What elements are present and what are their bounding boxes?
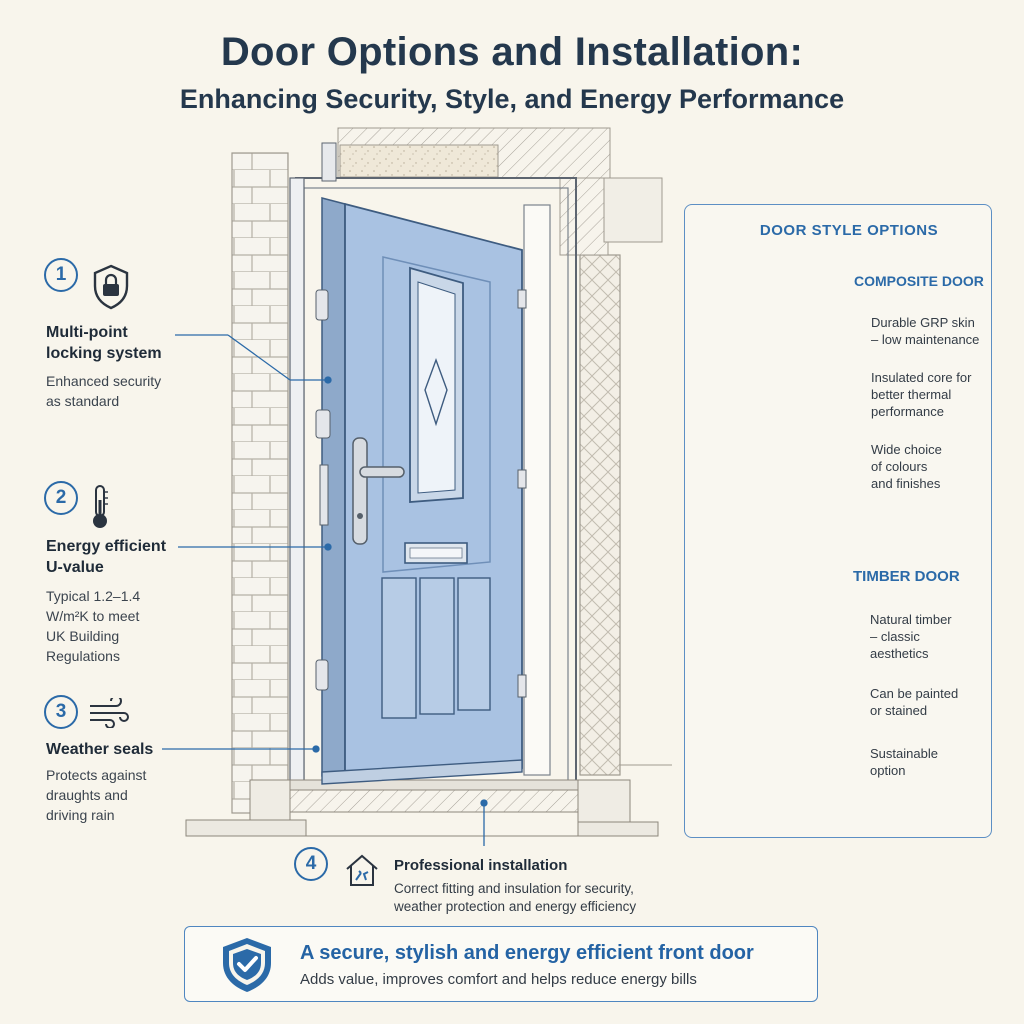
composite-bullet-3: Wide choice of colours and finishes — [871, 442, 942, 491]
installation-title: Professional installation — [394, 857, 568, 874]
feature-number-3: 3 — [44, 695, 78, 729]
feature-number-2: 2 — [44, 481, 78, 515]
shield-check-icon — [220, 936, 274, 999]
composite-door-title: COMPOSITE DOOR — [854, 273, 984, 289]
callout-leaders — [162, 334, 488, 846]
feature-number-4: 4 — [294, 847, 328, 881]
house-tools-icon — [344, 852, 380, 893]
page-subtitle: Enhancing Security, Style, and Energy Pe… — [179, 84, 845, 114]
summary-banner — [184, 926, 818, 1002]
wind-icon — [88, 695, 130, 733]
weather-bar — [321, 759, 523, 785]
banner-subtitle: Adds value, improves comfort and helps r… — [300, 971, 697, 988]
padlock-shield-icon — [92, 264, 130, 315]
panel-heading: DOOR STYLE OPTIONS — [759, 222, 939, 239]
door-handle-plate — [352, 437, 368, 545]
composite-bullet-1: Durable GRP skin – low maintenance — [871, 315, 980, 347]
page-title: Door Options and Installation: — [220, 30, 804, 74]
feature-desc-energy: Typical 1.2–1.4 W/m²K to meet UK Buildin… — [46, 588, 141, 664]
banner-title: A secure, stylish and energy efficient f… — [300, 942, 754, 964]
timber-bullet-1: Natural timber – classic aesthetics — [870, 612, 952, 661]
door-handle — [359, 466, 405, 478]
timber-bullet-2: Can be painted or stained — [870, 686, 959, 718]
timber-door-title: TIMBER DOOR — [853, 568, 960, 585]
feature-desc-locking: Enhanced security as standard — [46, 373, 162, 409]
feature-title-energy: Energy efficient U-value — [46, 538, 167, 576]
timber-bullet-3: Sustainable option — [870, 746, 938, 778]
door-opening-jamb — [523, 204, 551, 776]
feature-title-weather: Weather seals — [46, 741, 154, 758]
threshold — [285, 789, 579, 813]
door-style-panel — [684, 204, 992, 838]
brick-wall — [231, 152, 289, 814]
thermometer-icon — [90, 484, 110, 535]
feature-number-1: 1 — [44, 258, 78, 292]
installation-desc: Correct fitting and insulation for secur… — [394, 881, 637, 914]
composite-bullet-2: Insulated core for better thermal perfor… — [871, 370, 972, 419]
feature-desc-weather: Protects against draughts and driving ra… — [46, 767, 147, 823]
wall-insulation — [579, 254, 621, 776]
feature-title-locking: Multi-point locking system — [46, 324, 162, 362]
lintel-block — [603, 177, 663, 243]
